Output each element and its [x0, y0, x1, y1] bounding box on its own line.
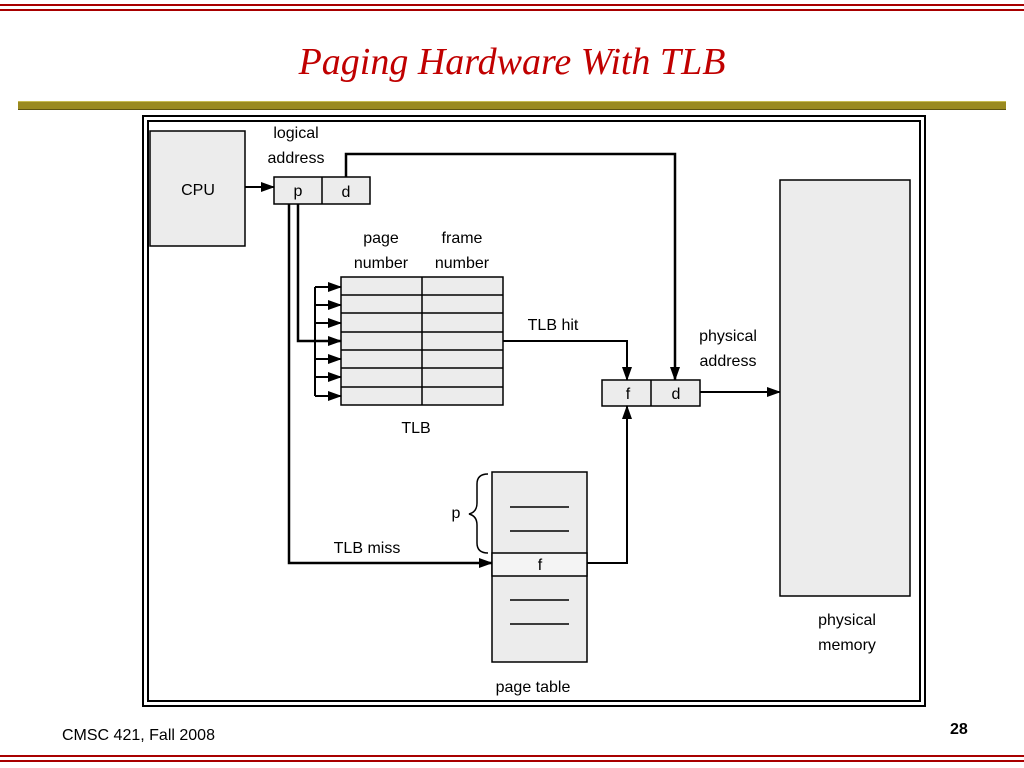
- page-table-f-label: f: [538, 557, 543, 574]
- footer-course: CMSC 421, Fall 2008: [62, 727, 215, 744]
- tlb-frame-header-line1: frame: [442, 230, 483, 247]
- slide-title: Paging Hardware With TLB: [298, 41, 726, 83]
- page-table-brace: [468, 473, 489, 554]
- cpu-box: [149, 130, 246, 247]
- logical-d-label: d: [342, 184, 351, 201]
- tlb-label: TLB: [401, 420, 430, 437]
- page-table-p-label: p: [452, 505, 461, 522]
- physical-address-label-line1: physical: [699, 328, 757, 345]
- physical-memory-box: [779, 179, 911, 597]
- tlb-page-header-line2: number: [354, 255, 409, 272]
- diagram-inner-frame: [147, 120, 921, 702]
- p-to-tlb-path: [296, 204, 342, 346]
- offset-d-path: [344, 152, 680, 381]
- tlb-page-header-line1: page: [363, 230, 399, 247]
- page-table-label: page table: [496, 679, 571, 696]
- physical-address-label-line2: address: [700, 353, 757, 370]
- physical-f-label: f: [626, 386, 631, 403]
- tlb-hit-label: TLB hit: [528, 317, 579, 334]
- tlb-search-fan: [314, 282, 342, 401]
- cpu-label: CPU: [181, 182, 215, 199]
- page-table-f-entry: [491, 552, 588, 577]
- title-underline-bar: [18, 101, 1006, 110]
- page-table-entry-lines: [510, 506, 569, 625]
- slide-number: 28: [950, 721, 968, 738]
- physical-memory-label-line2: memory: [818, 637, 876, 654]
- top-border-line-2: [0, 9, 1024, 11]
- page-table-to-address-path: [587, 405, 632, 564]
- top-border-line-1: [0, 4, 1024, 6]
- tlb-hit-path: [503, 340, 632, 381]
- tlb-miss-path: [287, 204, 493, 568]
- tlb-table: [340, 276, 504, 406]
- bottom-border-line-2: [0, 760, 1024, 762]
- bottom-border-line-1: [0, 755, 1024, 757]
- tlb-miss-label: TLB miss: [334, 540, 401, 557]
- tlb-frame-header-line2: number: [435, 255, 490, 272]
- logical-address-label-line2: address: [268, 150, 325, 167]
- logical-p-label: p: [294, 183, 303, 200]
- logical-address-label-line1: logical: [273, 125, 318, 142]
- physical-memory-label-line1: physical: [818, 612, 876, 629]
- physical-d-label: d: [672, 386, 681, 403]
